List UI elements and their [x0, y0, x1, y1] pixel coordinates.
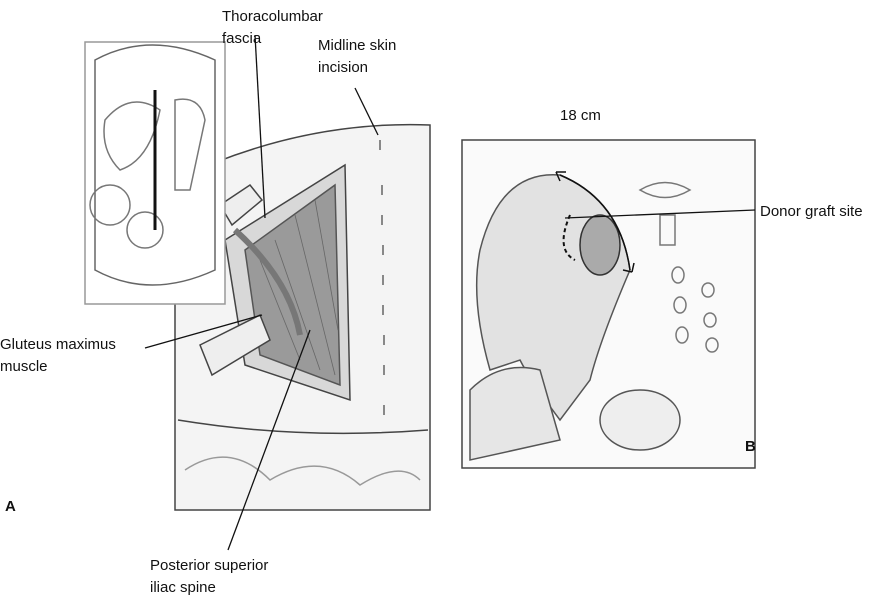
sacrum-ring [599, 389, 681, 451]
retractor-lower [199, 313, 271, 377]
length-arrow [559, 174, 631, 271]
label-psis: Posterior superior iliac spine [150, 555, 268, 599]
label-line: Midline skin [318, 37, 397, 54]
label-line: iliac spine [150, 579, 216, 596]
label-line: incision [318, 59, 369, 76]
label-line: fascia [222, 30, 262, 47]
vertebrae [638, 181, 719, 353]
label-line: muscle [0, 358, 48, 375]
label-thoracolumbar-fascia: Thoracolumbar fascia [222, 6, 323, 50]
label-line: Thoracolumbar [222, 8, 323, 25]
label-18cm: 18 cm [560, 107, 601, 124]
label-line: Gluteus maximus [0, 336, 116, 353]
label-line: Posterior superior [150, 557, 269, 574]
leader-lines [144, 34, 756, 551]
retractor-upper [218, 183, 264, 227]
iliac-crest [232, 227, 303, 336]
femur [469, 366, 561, 461]
label-donor-graft-site: Donor graft site [760, 203, 863, 220]
panel-a-lower [177, 419, 429, 435]
donor-graft-site [579, 214, 621, 276]
label-midline-incision: Midline skin incision [318, 35, 396, 79]
label-gluteus-maximus: Gluteus maximus muscle [0, 334, 116, 378]
panel-label-b: B [745, 438, 756, 455]
panel-label-a: A [5, 498, 16, 515]
spinous-process-marks [379, 140, 385, 415]
